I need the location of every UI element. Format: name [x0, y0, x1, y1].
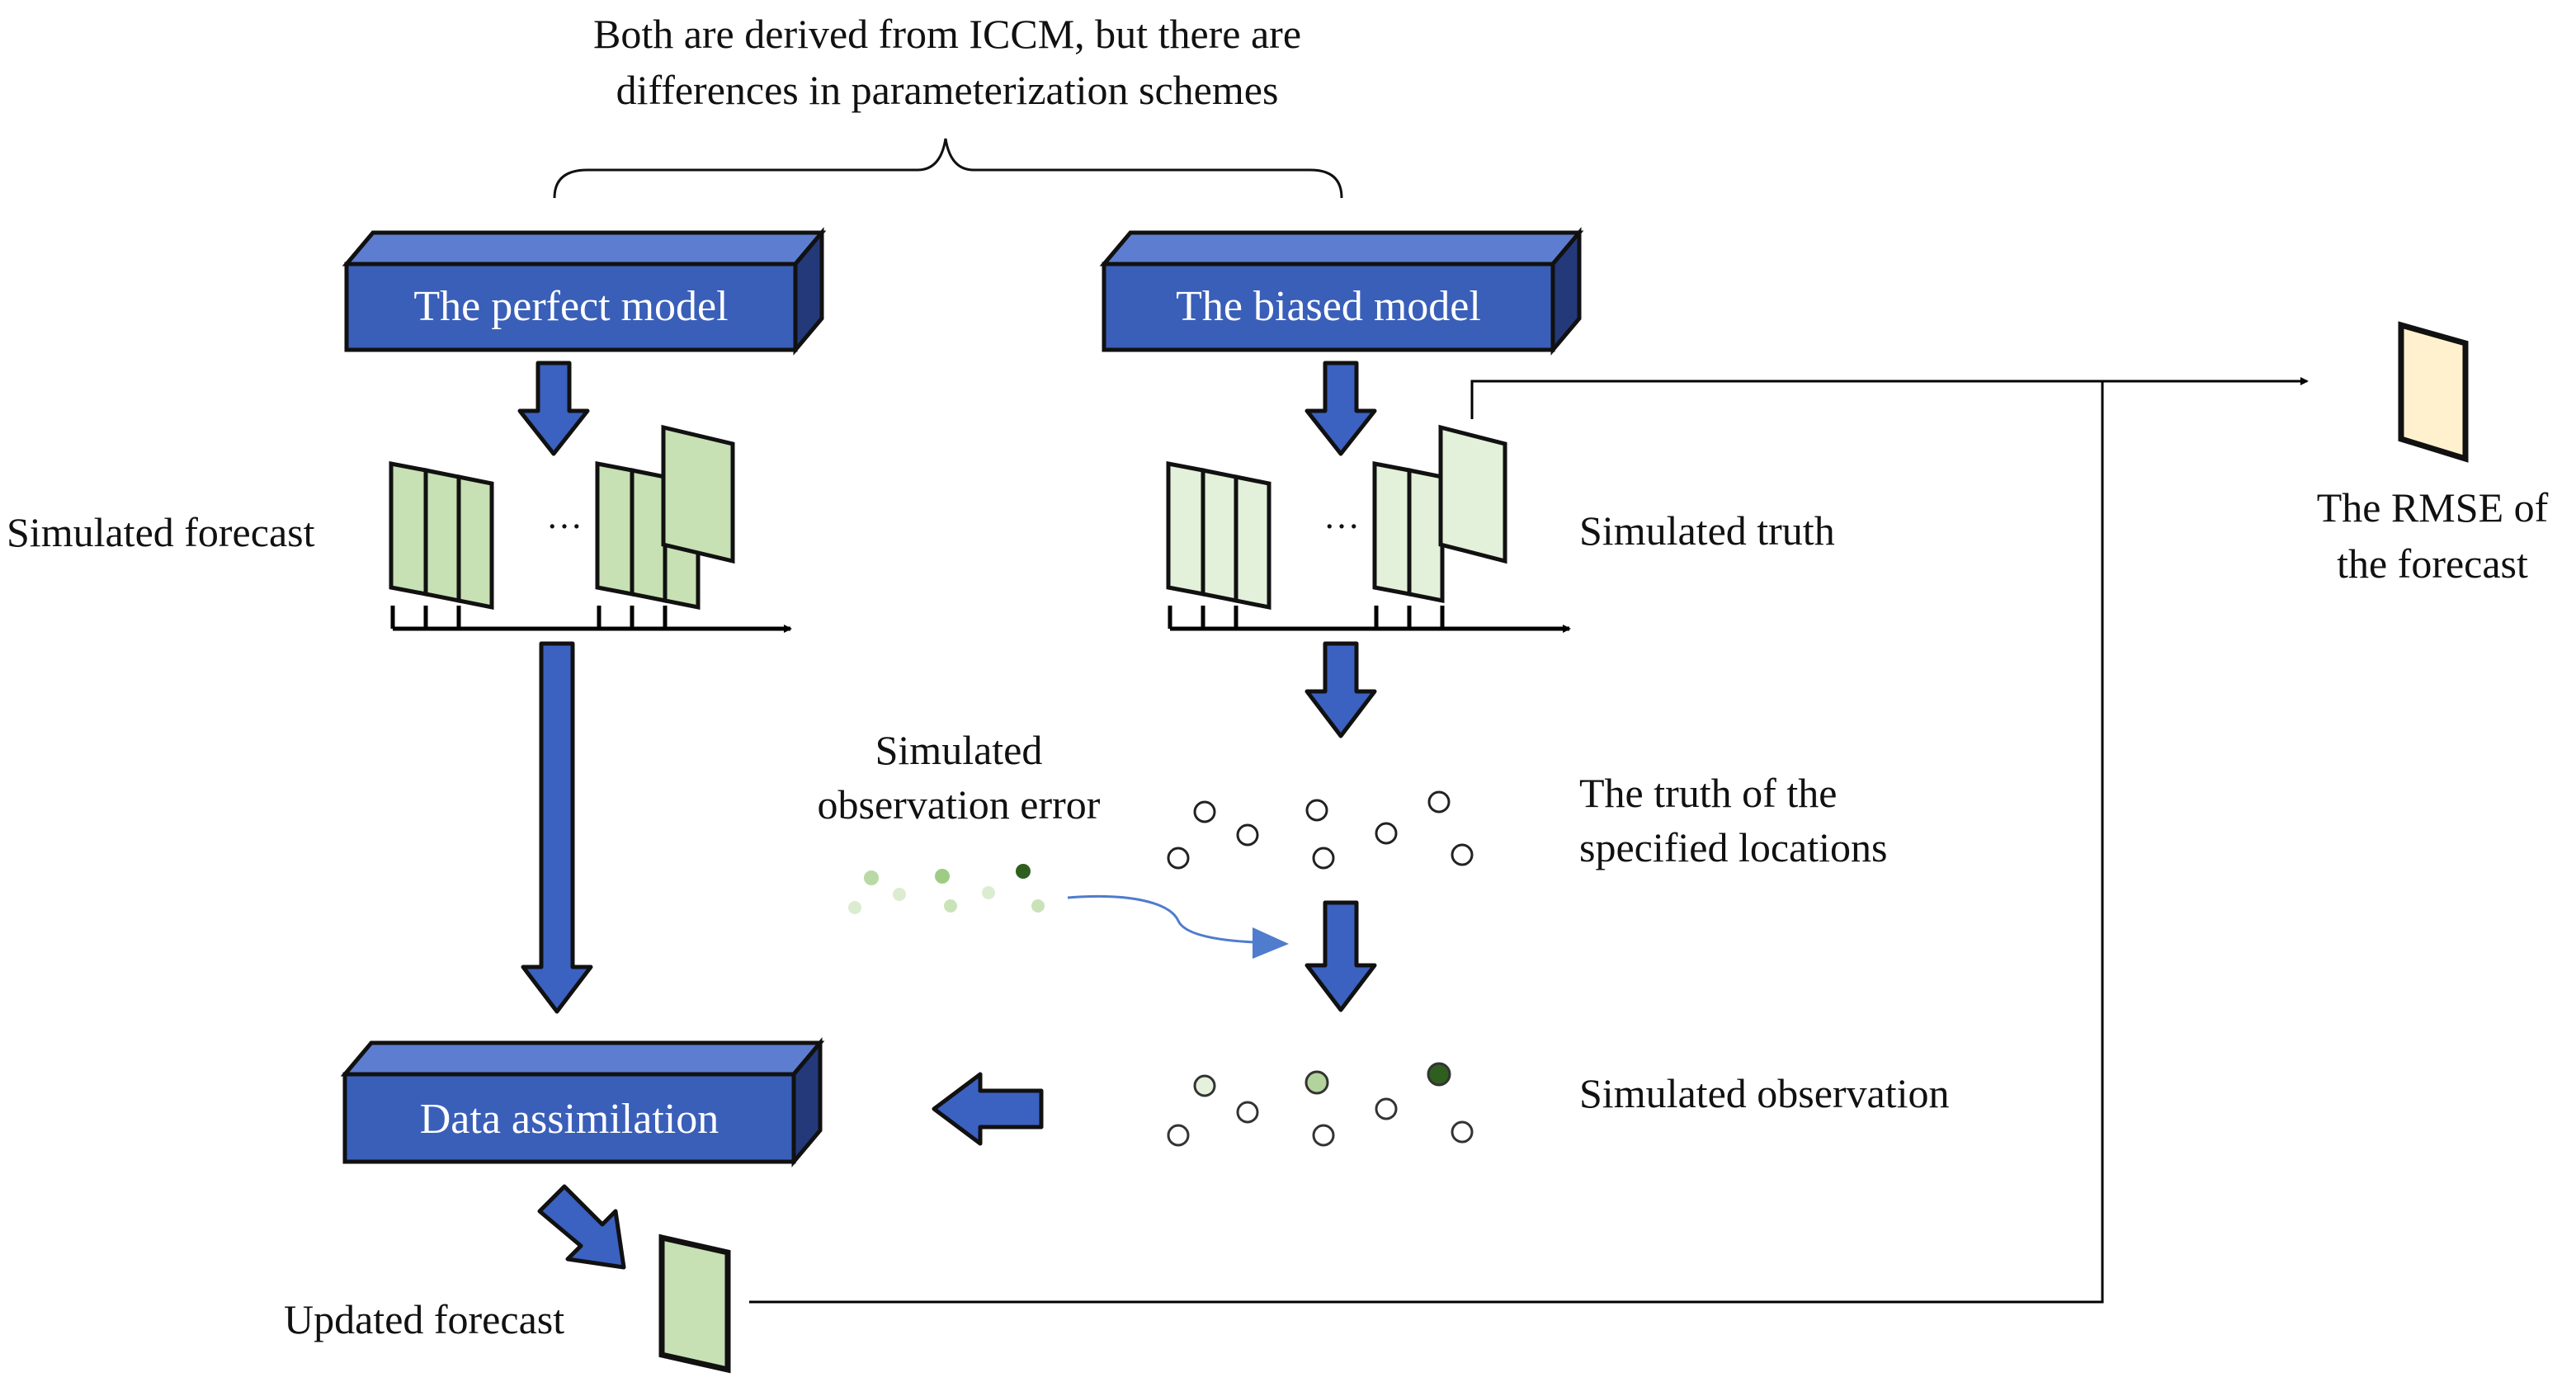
arrow-forecast-to-assimilation: [521, 641, 593, 1014]
truth-ellipsis: …: [1323, 496, 1360, 536]
curly-brace: [553, 138, 1343, 199]
rmse-frame: [2398, 321, 2469, 463]
truth-locations-points: [1167, 790, 1474, 870]
arrow-perfect-to-forecast: [517, 361, 590, 456]
rmse-label-line1: The RMSE of: [2317, 484, 2549, 531]
biased-model-label: The biased model: [1176, 283, 1481, 330]
data-assimilation-box: Data assimilation: [340, 1037, 825, 1167]
perfect-model-box: The perfect model: [342, 227, 827, 356]
forecast-ensemble-frames: [389, 424, 735, 611]
biased-model-box: The biased model: [1099, 227, 1584, 356]
observation-points: [1167, 1062, 1474, 1147]
simulated-truth-label: Simulated truth: [1579, 507, 1835, 554]
arrow-biased-to-truth: [1305, 361, 1377, 456]
truth-to-rmse-line: [1470, 377, 2309, 419]
truth-locations-label-line2: specified locations: [1579, 824, 1888, 870]
rmse-label-line2: the forecast: [2337, 540, 2528, 587]
arrow-truth-to-locations: [1305, 641, 1377, 738]
truth-ensemble-frames: [1166, 424, 1507, 611]
error-curve-arrow: [1067, 894, 1255, 944]
arrow-assimilation-to-updated: [537, 1184, 626, 1270]
arrow-observation-to-assimilation: [932, 1072, 1044, 1146]
data-assimilation-label: Data assimilation: [420, 1096, 719, 1143]
observation-error-points: [848, 864, 1045, 914]
truth-time-axis: [1168, 606, 1571, 633]
simulated-forecast-label: Simulated forecast: [7, 509, 315, 555]
header-note-line1: Both are derived from ICCM, but there ar…: [593, 11, 1301, 57]
header-note-line2: differences in parameterization schemes: [616, 67, 1279, 113]
forecast-ellipsis: …: [546, 496, 583, 536]
simulated-observation-label: Simulated observation: [1579, 1070, 1950, 1116]
error-curve-arrowhead: [1253, 927, 1289, 959]
updated-forecast-label: Updated forecast: [284, 1296, 564, 1342]
updated-forecast-to-rmse-line: [749, 381, 2104, 1304]
perfect-model-label: The perfect model: [413, 283, 728, 330]
forecast-time-axis: [390, 606, 792, 633]
updated-forecast-frame: [658, 1233, 731, 1374]
truth-locations-label-line1: The truth of the: [1579, 770, 1837, 816]
obs-error-label-line2: observation error: [818, 781, 1101, 828]
arrow-locations-to-observation: [1305, 900, 1377, 1012]
obs-error-label-line1: Simulated: [875, 727, 1043, 773]
